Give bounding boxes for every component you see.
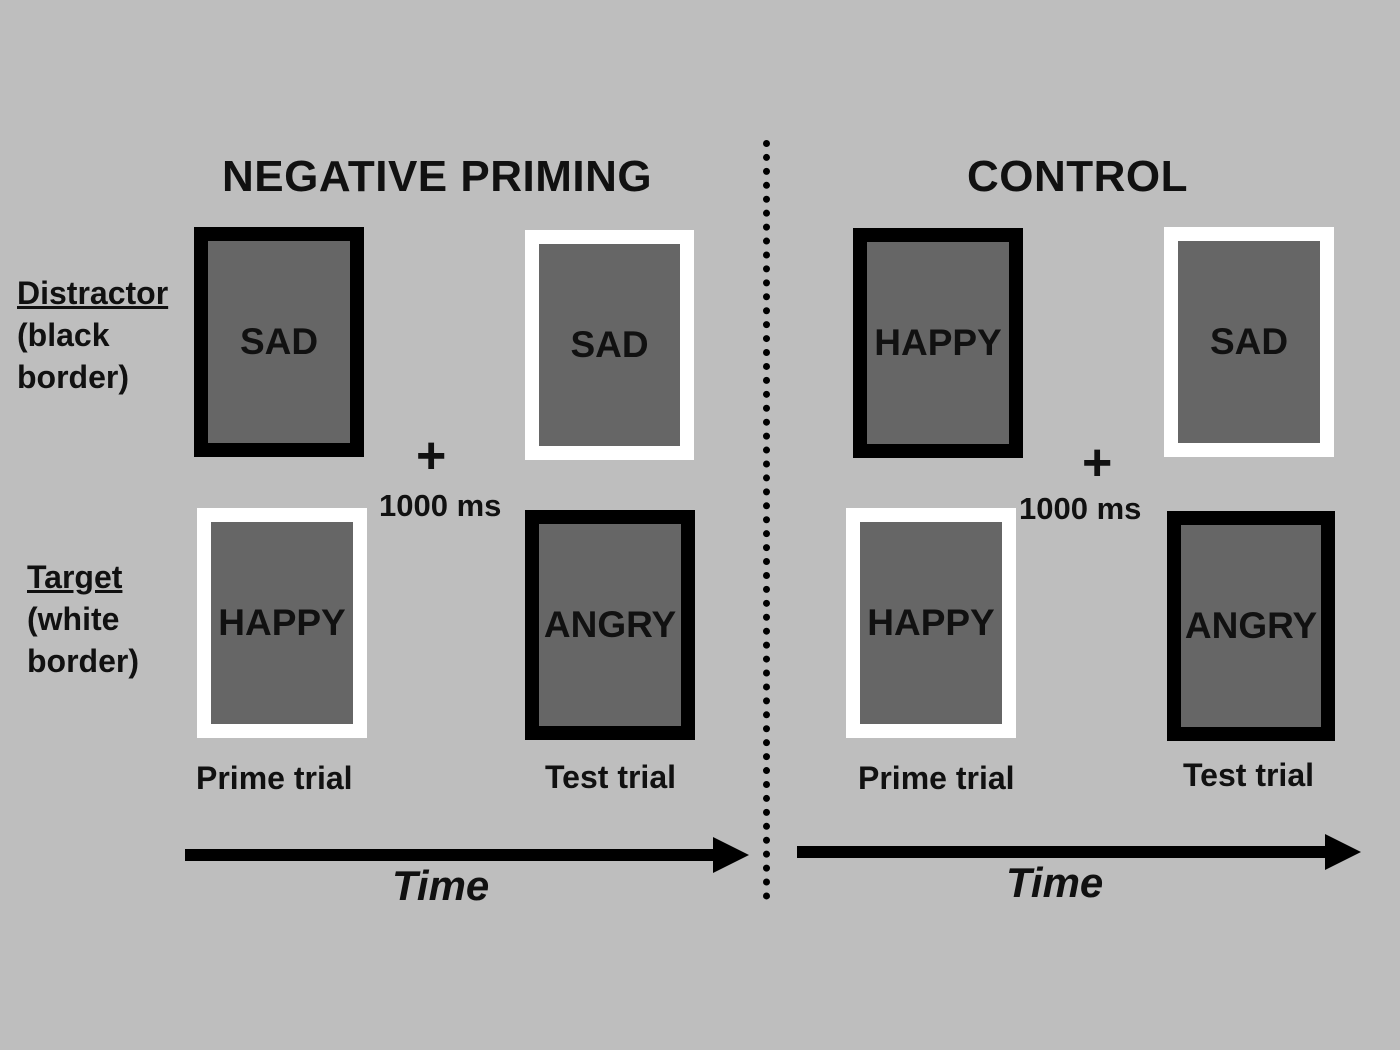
distractor-row-label: Distractor (black border) — [17, 272, 168, 398]
card-word: HAPPY — [867, 602, 995, 643]
arrow-head-icon — [1325, 834, 1361, 870]
card-word: ANGRY — [543, 604, 677, 645]
negative-prime-distractor-card: SAD — [194, 227, 364, 457]
negative-test-trial-label: Test trial — [545, 759, 676, 795]
target-label-head: Target — [27, 559, 123, 595]
negative-priming-title: NEGATIVE PRIMING — [222, 152, 653, 201]
control-time-label: Time — [1006, 859, 1104, 906]
target-label-line3: border) — [27, 643, 139, 679]
control-title: CONTROL — [967, 152, 1189, 201]
control-interval-label: 1000 ms — [1019, 491, 1142, 526]
control-prime-target-card: HAPPY — [846, 508, 1016, 738]
negative-test-distractor-card: SAD — [525, 230, 694, 460]
negative-interval-label: 1000 ms — [379, 488, 502, 523]
distractor-label-line3: border) — [17, 359, 129, 395]
card-word: SAD — [570, 324, 649, 365]
negative-time-label: Time — [392, 862, 490, 909]
negative-time-arrow — [185, 836, 750, 876]
card-word: SAD — [1209, 321, 1289, 362]
control-prime-distractor-card: HAPPY — [853, 228, 1023, 458]
card-word: HAPPY — [218, 602, 346, 643]
arrow-shaft — [185, 849, 717, 861]
control-prime-trial-label: Prime trial — [858, 760, 1015, 796]
card-word: SAD — [239, 321, 319, 362]
control-test-target-card: ANGRY — [1167, 511, 1335, 741]
negative-test-target-card: ANGRY — [525, 510, 695, 740]
control-test-trial-label: Test trial — [1183, 757, 1314, 793]
card-word: ANGRY — [1184, 605, 1318, 646]
negative-prime-target-card: HAPPY — [197, 508, 367, 738]
panel-divider — [763, 140, 770, 900]
control-time-arrow — [797, 832, 1362, 872]
negative-prime-trial-label: Prime trial — [196, 760, 353, 796]
negative-fixation-cross: + — [416, 427, 447, 485]
arrow-shaft — [797, 846, 1329, 858]
control-test-distractor-card: SAD — [1164, 227, 1334, 457]
distractor-label-head: Distractor — [17, 275, 169, 311]
arrow-head-icon — [713, 837, 749, 873]
target-label-line2: (white — [27, 601, 120, 637]
target-row-label: Target (white border) — [27, 556, 139, 682]
distractor-label-line2: (black — [17, 317, 110, 353]
card-word: HAPPY — [874, 322, 1002, 363]
control-fixation-cross: + — [1082, 434, 1113, 492]
